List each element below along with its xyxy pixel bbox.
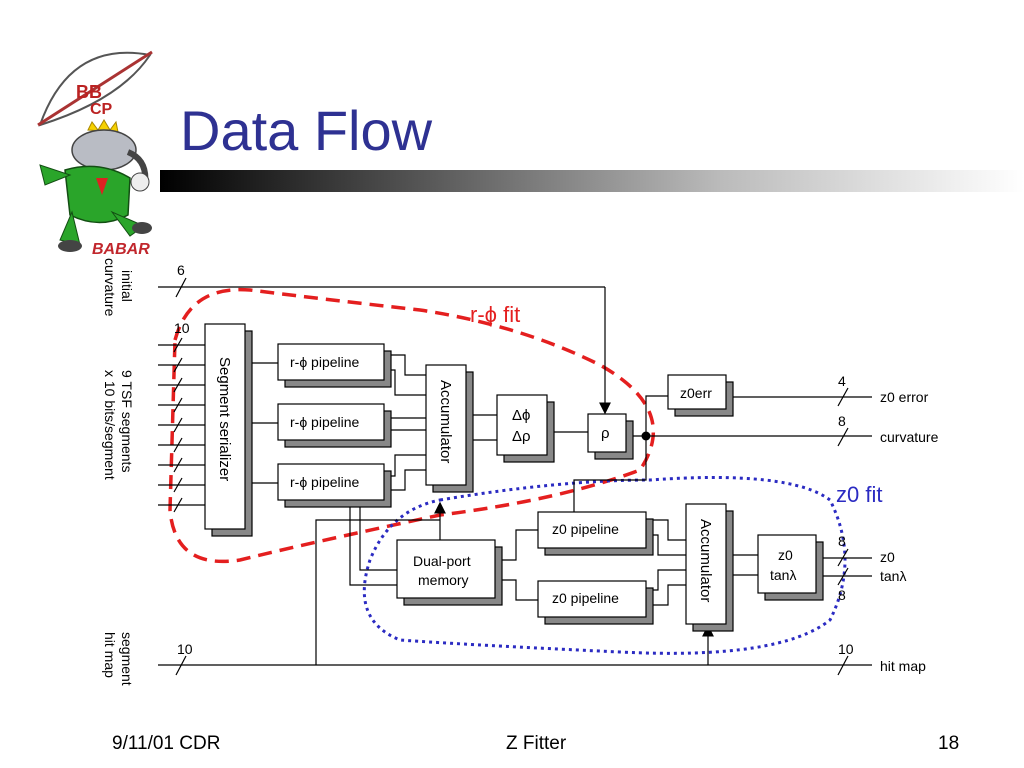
bus-width-curvature-in: 6 [177, 262, 185, 278]
input-tsf-label-2: x 10 bits/segment [102, 370, 118, 480]
input-tsf-label-1: 9 TSF segments [119, 370, 135, 472]
input-initial-label-2: curvature [102, 258, 118, 317]
rho-label: ρ [601, 425, 610, 442]
delta-block [496, 394, 548, 456]
rphi-pipeline-2-label: r-ϕ pipeline [290, 414, 360, 430]
segment-serializer-label: Segment serializer [216, 357, 233, 481]
rphi-pipeline-1-block [277, 343, 385, 381]
output-hit-map: hit map [880, 658, 926, 674]
logo-banner-text: BABAR [92, 241, 150, 258]
bus-width-curvature-out: 8 [838, 413, 846, 429]
output-z0-error: z0 error [880, 389, 929, 405]
rphi-pipeline-2-block [277, 403, 385, 441]
dual-port-label-1: Dual-port [413, 553, 471, 569]
input-hitmap-label-2: hit map [102, 632, 118, 678]
logo-flag-text-1: BB [76, 82, 102, 102]
bus-width-hitmap-in: 10 [177, 641, 193, 657]
title-underline-bar [160, 170, 1024, 192]
bus-width-z0-error: 4 [838, 373, 846, 389]
tan-block-label: tanλ [770, 567, 796, 583]
page-title: Data Flow [180, 99, 433, 162]
rphi-accumulator-label: Accumulator [437, 380, 454, 463]
z0-block-label: z0 [778, 547, 793, 563]
z0-accumulator-block [685, 503, 727, 625]
bus-width-z0: 8 [838, 533, 846, 549]
output-z0: z0 [880, 549, 895, 565]
z0-pipeline-1-block [537, 511, 647, 549]
rphi-pipeline-3-block [277, 463, 385, 501]
segment-serializer-block [204, 323, 246, 530]
z0-pipeline-2-block [537, 580, 647, 618]
z0err-label: z0err [680, 385, 712, 401]
footer-page-number: 18 [938, 733, 960, 754]
z0-fit-label: z0 fit [836, 482, 882, 507]
rphi-fit-region [168, 287, 656, 564]
logo-flag-text-2: CP [90, 101, 113, 118]
dual-port-label-2: memory [418, 572, 469, 588]
crown-icon [87, 119, 119, 133]
dual-port-memory-block [396, 539, 496, 599]
delta-phi-label: Δϕ [512, 407, 530, 424]
input-hitmap-label-1: segment [119, 632, 135, 686]
footer-date: 9/11/01 CDR [112, 733, 221, 754]
z0-pipeline-2-label: z0 pipeline [552, 590, 619, 606]
rphi-pipeline-1-label: r-ϕ pipeline [290, 354, 360, 370]
babar-logo: BB CP BABAR [37, 50, 153, 258]
z0-pipeline-1-label: z0 pipeline [552, 521, 619, 537]
output-tan-lambda: tanλ [880, 568, 906, 584]
z0-fit-region [362, 476, 847, 655]
footer-title: Z Fitter [506, 733, 567, 754]
rho-block [587, 413, 627, 453]
input-initial-label-1: initial [119, 270, 135, 302]
bus-width-hitmap-out: 10 [838, 641, 854, 657]
rphi-pipeline-3-label: r-ϕ pipeline [290, 474, 360, 490]
z0-tan-block [757, 534, 817, 594]
z0-accumulator-label: Accumulator [697, 519, 714, 602]
delta-rho-label: Δρ [512, 428, 531, 445]
z0err-block [667, 374, 727, 410]
bus-width-segments-in: 10 [174, 320, 190, 336]
rphi-fit-label: r-ϕ fit [470, 302, 520, 327]
output-curvature: curvature [880, 429, 939, 445]
bus-width-tan: 8 [838, 587, 846, 603]
rphi-accumulator-block [425, 364, 467, 486]
